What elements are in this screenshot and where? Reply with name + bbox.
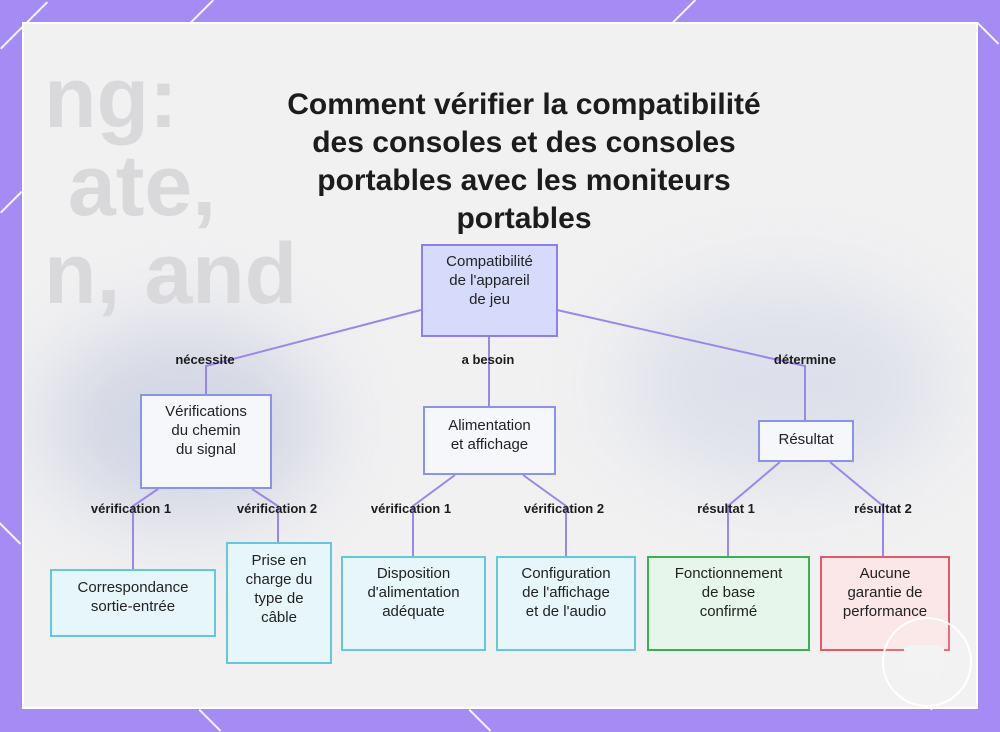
node-no-guarantee: Aucune garantie de performance	[820, 556, 950, 651]
node-power-supply: Disposition d'alimentation adéquate	[341, 556, 486, 651]
background-text: ng: ate, n, and	[44, 50, 298, 322]
node-no-guarantee-label: Aucune garantie de performance	[842, 565, 928, 620]
node-result: Résultat	[758, 420, 854, 462]
node-display-audio: Configuration de l'affichage et de l'aud…	[496, 556, 636, 651]
edge-label-power-check2: vérification 2	[523, 501, 605, 516]
connector-root-result	[556, 309, 806, 420]
edge-label-signal-check1: vérification 1	[90, 501, 172, 516]
node-confirmed-label: Fonctionnement de base confirmé	[674, 565, 783, 620]
connector-result-noguarantee	[829, 461, 884, 556]
node-io-match: Correspondance sortie-entrée	[50, 569, 216, 637]
edge-label-determines: détermine	[773, 352, 837, 367]
chat-button[interactable]	[882, 617, 972, 707]
edge-label-power-check1: vérification 1	[370, 501, 452, 516]
edge-label-result1: résultat 1	[697, 501, 755, 516]
diagram-title: Comment vérifier la compatibilité des co…	[287, 88, 761, 235]
connector-signal-cable	[251, 488, 279, 542]
edge-label-needs: a besoin	[461, 352, 515, 367]
node-root: Compatibilité de l'appareil de jeu	[421, 244, 558, 337]
chat-bubble-icon	[904, 645, 944, 681]
node-result-label: Résultat	[778, 431, 834, 448]
connector-root-signal	[205, 309, 422, 394]
node-root-label: Compatibilité de l'appareil de jeu	[446, 253, 533, 308]
connector-result-confirmed	[727, 461, 781, 556]
node-cable-support: Prise en charge du type de câble	[226, 542, 332, 664]
connector-power-supply	[412, 474, 456, 556]
connector-signal-io	[132, 488, 159, 569]
connector-power-display	[522, 474, 567, 556]
node-confirmed: Fonctionnement de base confirmé	[647, 556, 810, 651]
node-io-match-label: Correspondance sortie-entrée	[77, 579, 189, 615]
node-signal-path-label: Vérifications du chemin du signal	[165, 403, 247, 458]
node-power-display: Alimentation et affichage	[423, 406, 556, 475]
node-power-supply-label: Disposition d'alimentation adéquate	[367, 565, 460, 620]
edge-label-signal-check2: vérification 2	[236, 501, 318, 516]
edge-label-requires: nécessite	[175, 352, 235, 367]
node-display-audio-label: Configuration de l'affichage et de l'aud…	[521, 565, 611, 620]
node-signal-path: Vérifications du chemin du signal	[140, 394, 272, 489]
edge-label-result2: résultat 2	[854, 501, 912, 516]
node-power-display-label: Alimentation et affichage	[448, 417, 531, 453]
node-cable-support-label: Prise en charge du type de câble	[245, 552, 313, 626]
